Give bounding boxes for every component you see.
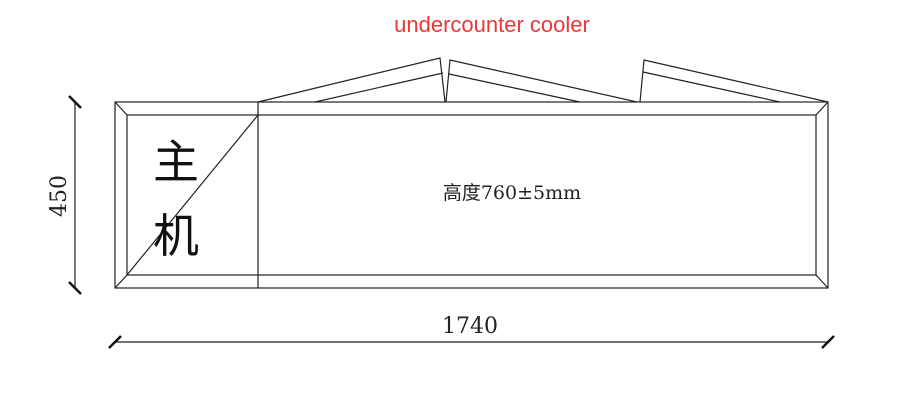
lid-2 (445, 59, 638, 103)
open-lids (257, 57, 829, 103)
unit-label-line1: 主 (153, 135, 199, 189)
width-value: 1740 (442, 314, 498, 339)
lid-3 (639, 59, 829, 103)
depth-dimension: 450 (47, 95, 82, 295)
width-dimension: 1740 (108, 314, 835, 349)
cabinet-body (114, 101, 829, 289)
lid-1 (257, 57, 446, 103)
unit-label-line2: 机 (153, 209, 199, 263)
depth-value: 450 (47, 175, 72, 217)
drawing-title: undercounter cooler (394, 12, 590, 37)
compressor-diagonal (126, 114, 259, 276)
height-note: 高度760±5mm (443, 182, 581, 204)
